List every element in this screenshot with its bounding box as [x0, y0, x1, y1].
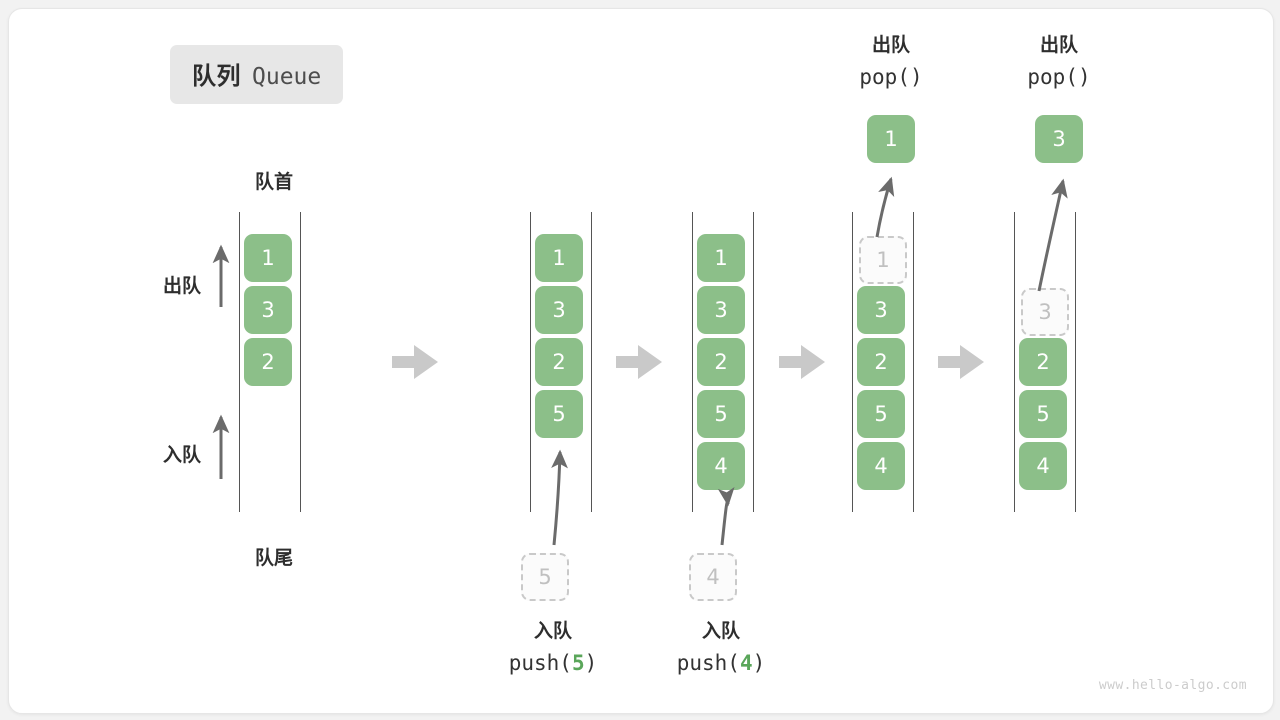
arrow-layer	[212, 176, 1068, 546]
pop-1-arrow	[875, 176, 895, 238]
queue-cell: 3	[535, 286, 583, 334]
diagram-stage: 队列 Queue 队首 队尾 出队 入队 1 3 2 1 3 2 5 5 入队 …	[9, 9, 1273, 713]
incoming-ghost-cell: 5	[521, 553, 569, 601]
caption-line-2: pop()	[1027, 65, 1091, 89]
queue-cell: 3	[244, 286, 292, 334]
site-watermark: www.hello-algo.com	[1098, 678, 1247, 693]
caption-line-2: push(4)	[641, 647, 801, 679]
popped-cell: 3	[1035, 115, 1083, 163]
queue-cell: 3	[697, 286, 745, 334]
queue-cell-removed: 1	[859, 236, 907, 284]
fn-name: push(	[676, 651, 740, 675]
caption-line-1: 入队	[533, 621, 572, 642]
caption-line-1: 入队	[701, 621, 740, 642]
rail-right-col2	[591, 212, 592, 512]
fn-close: )	[752, 651, 766, 675]
queue-cell-removed: 3	[1021, 288, 1069, 336]
queue-cell-new: 4	[697, 442, 745, 490]
popped-cell: 1	[867, 115, 915, 163]
queue-cell: 4	[1019, 442, 1067, 490]
fn-name: push(	[508, 651, 572, 675]
queue-cell-new: 5	[535, 390, 583, 438]
rail-left-col1	[239, 212, 240, 512]
rail-left-col5	[1014, 212, 1015, 512]
queue-cell: 2	[697, 338, 745, 386]
caption-pop-3: 出队 pop()	[999, 31, 1119, 93]
diagram-title-badge: 队列 Queue	[170, 45, 344, 104]
queue-cell: 5	[1019, 390, 1067, 438]
incoming-ghost-cell: 4	[689, 553, 737, 601]
queue-cell: 1	[697, 234, 745, 282]
push-5-arrow	[551, 449, 568, 546]
fn-arg: 5	[571, 651, 585, 675]
rail-right-col5	[1075, 212, 1076, 512]
queue-cell: 2	[857, 338, 905, 386]
label-enqueue-side: 入队	[162, 445, 201, 466]
step-arrow-2	[616, 345, 662, 379]
label-queue-rear: 队尾	[254, 548, 293, 569]
queue-cell: 5	[857, 390, 905, 438]
step-arrow-4	[938, 345, 984, 379]
caption-line-2: pop()	[859, 65, 923, 89]
rail-right-col3	[753, 212, 754, 512]
queue-cell: 2	[1019, 338, 1067, 386]
diagram-card: 队列 Queue 队首 队尾 出队 入队 1 3 2 1 3 2 5 5 入队 …	[8, 8, 1274, 714]
caption-line-2: push(5)	[473, 647, 633, 679]
queue-cell: 1	[244, 234, 292, 282]
title-english: Queue	[252, 64, 322, 90]
push-4-arrow	[717, 486, 735, 546]
queue-cell: 2	[244, 338, 292, 386]
rail-left-col4	[852, 212, 853, 512]
queue-cell: 2	[535, 338, 583, 386]
caption-pop-1: 出队 pop()	[831, 31, 951, 93]
title-chinese: 队列	[192, 63, 241, 90]
rail-right-col1	[300, 212, 301, 512]
pop-3-arrow	[1037, 178, 1068, 292]
rail-left-col3	[692, 212, 693, 512]
step-arrow-1	[392, 345, 438, 379]
caption-line-1: 出队	[871, 35, 910, 56]
queue-cell: 4	[857, 442, 905, 490]
caption-line-1: 出队	[1039, 35, 1078, 56]
queue-cell: 5	[697, 390, 745, 438]
label-dequeue-side: 出队	[162, 276, 201, 297]
fn-arg: 4	[739, 651, 753, 675]
caption-push-5: 入队 push(5)	[473, 617, 633, 679]
queue-cell: 1	[535, 234, 583, 282]
label-queue-front: 队首	[254, 172, 293, 193]
step-arrow-3	[779, 345, 825, 379]
rail-right-col4	[913, 212, 914, 512]
fn-close: )	[584, 651, 598, 675]
caption-push-4: 入队 push(4)	[641, 617, 801, 679]
rail-left-col2	[530, 212, 531, 512]
queue-cell: 3	[857, 286, 905, 334]
